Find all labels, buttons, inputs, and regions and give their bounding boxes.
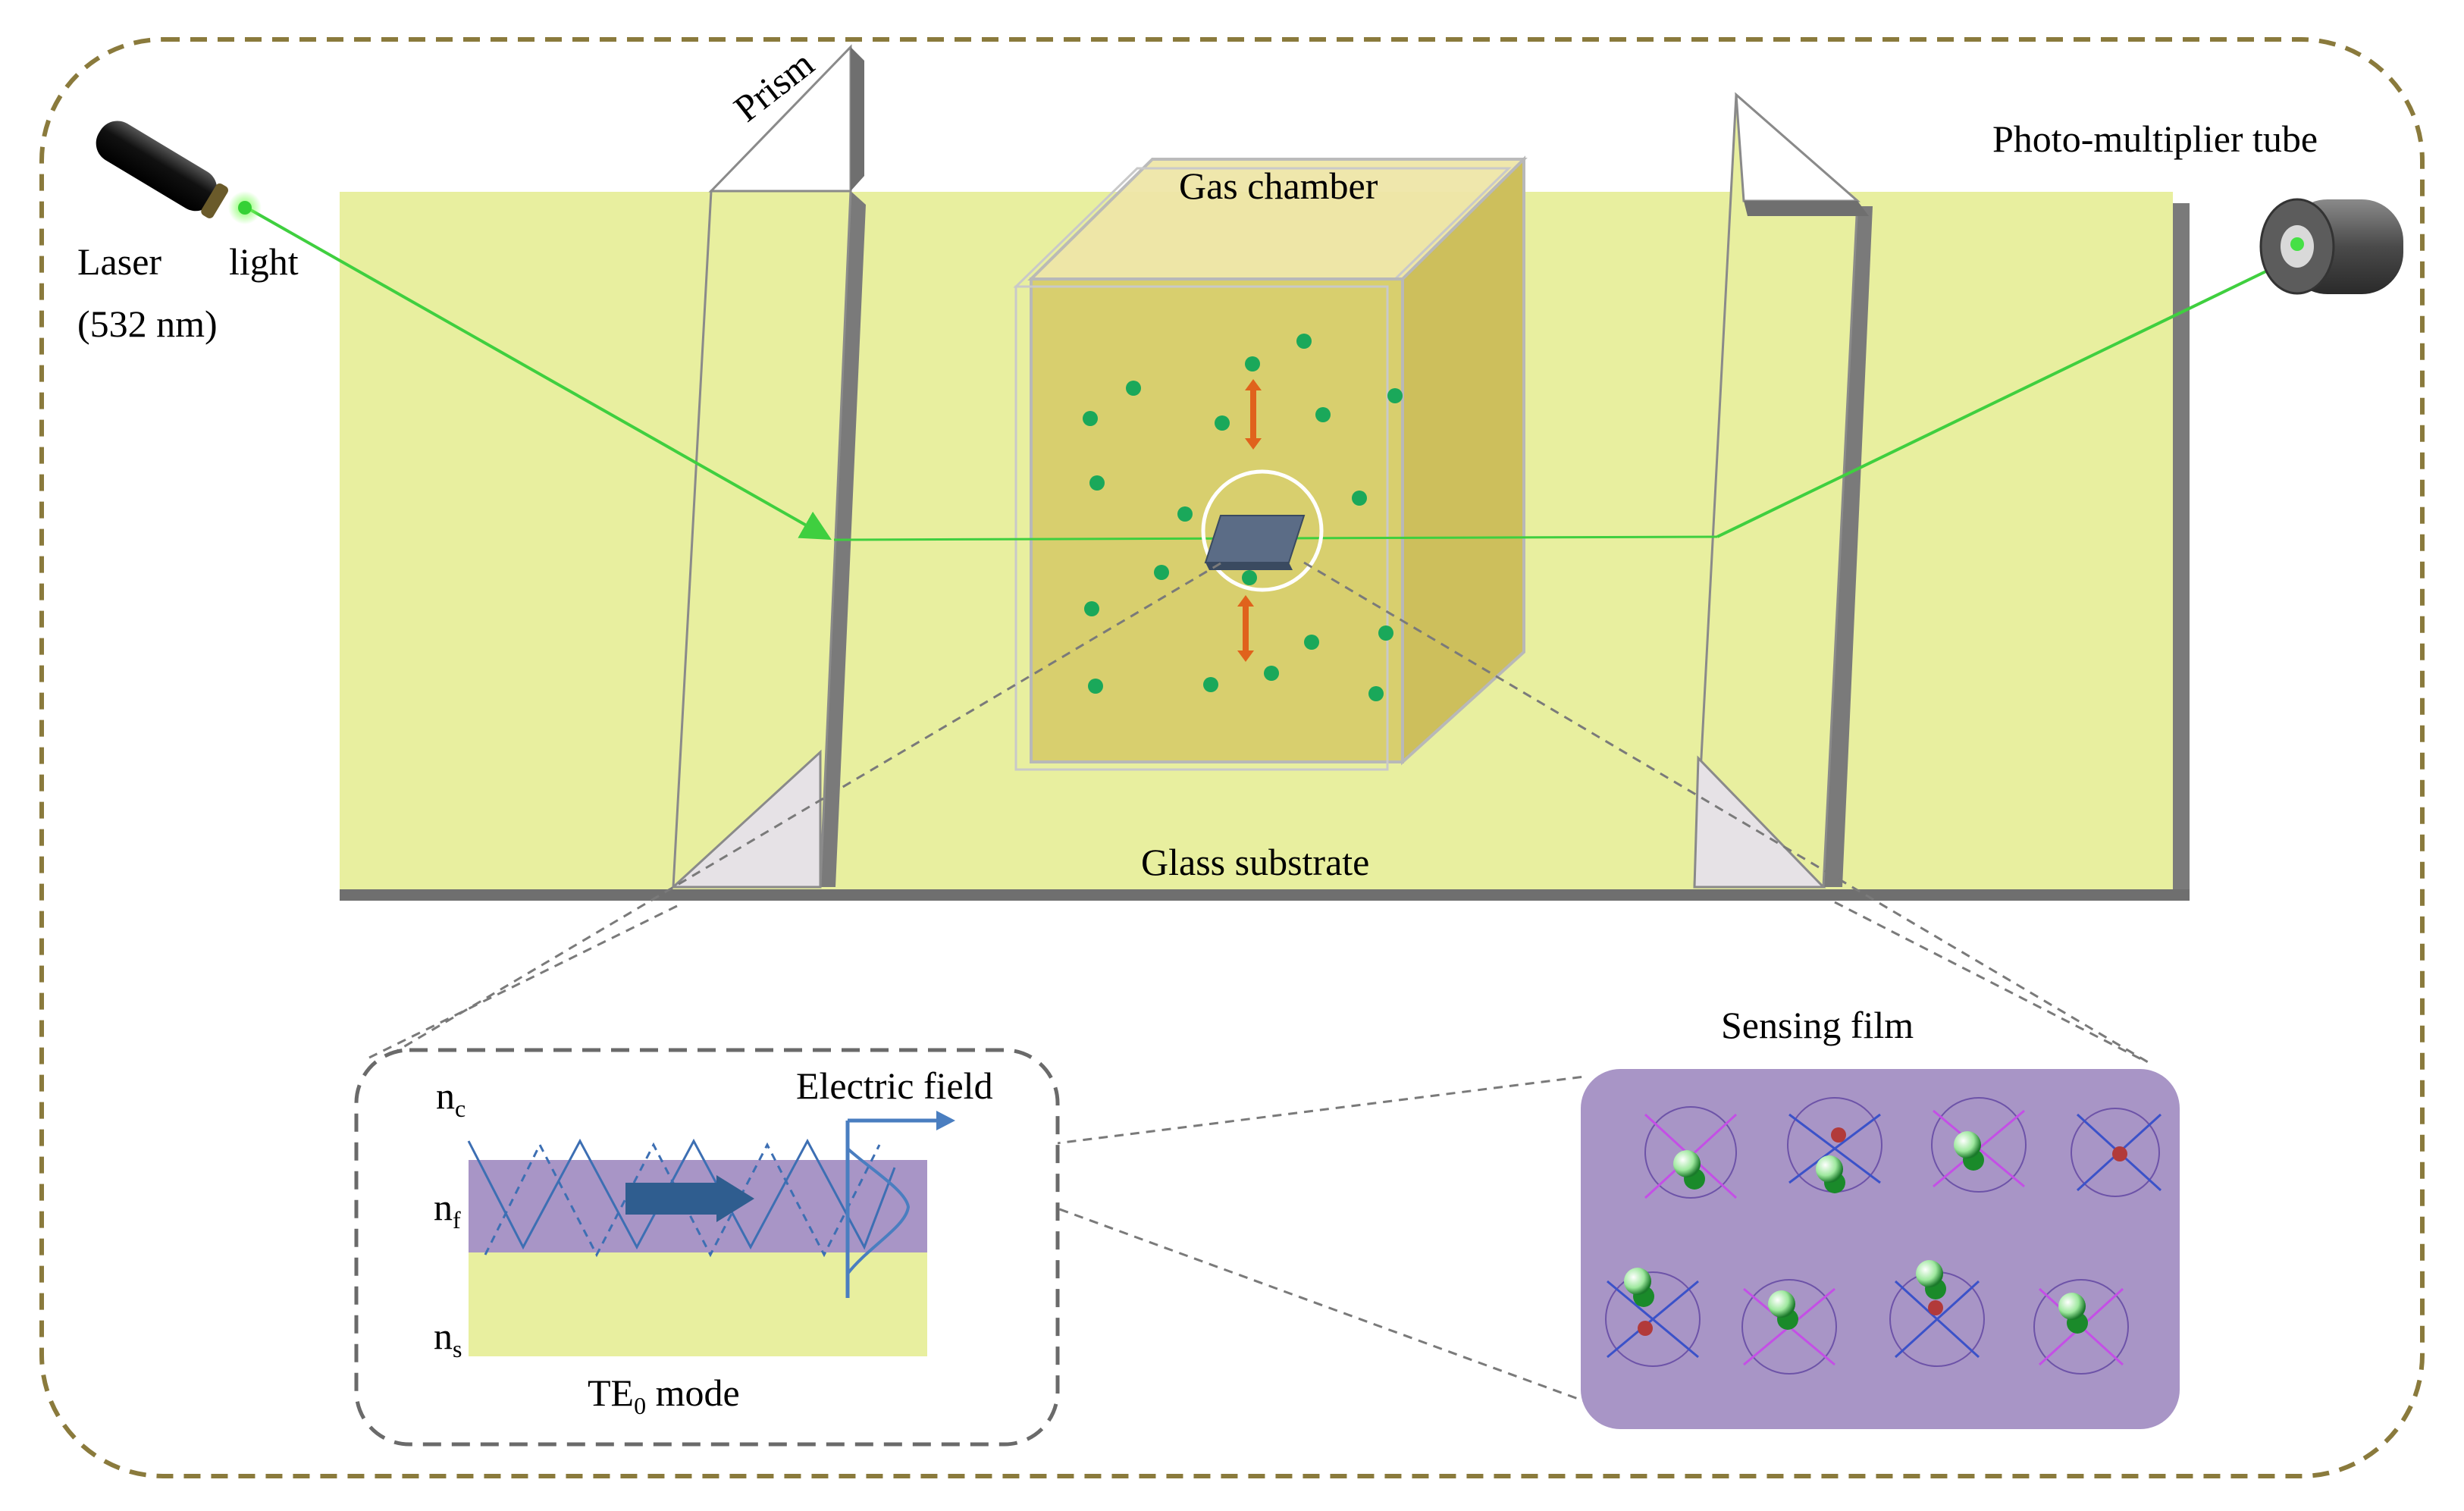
laser-label-light: light — [229, 240, 299, 283]
photomultiplier-tube — [2259, 198, 2403, 295]
gas-molecules — [1083, 334, 1403, 701]
sensing-film-label: Sensing film — [1721, 1004, 1914, 1046]
photomultiplier-label: Photo-multiplier tube — [1992, 118, 2318, 160]
sensing-film-inset — [1581, 1069, 2180, 1429]
glass-substrate-label: Glass substrate — [1141, 841, 1370, 883]
right-prism — [1693, 92, 1873, 889]
nc-label: nc — [436, 1074, 466, 1123]
te0-mode-label: TE0 mode — [588, 1371, 740, 1420]
outer-border — [39, 37, 2425, 1478]
nf-label: nf — [434, 1186, 461, 1234]
ns-label: ns — [434, 1315, 462, 1363]
gas-chamber-label: Gas chamber — [1179, 165, 1378, 207]
laser-label-word: Laser — [77, 240, 162, 283]
laser-source — [96, 121, 262, 224]
laser-wavelength-label: (532 nm) — [77, 303, 218, 345]
waveguide-inset — [354, 1048, 1060, 1447]
left-prism — [670, 44, 866, 889]
electric-field-label: Electric field — [796, 1064, 993, 1107]
sensing-film-sample — [1201, 469, 1324, 592]
diffusion-arrows — [1237, 379, 1262, 662]
